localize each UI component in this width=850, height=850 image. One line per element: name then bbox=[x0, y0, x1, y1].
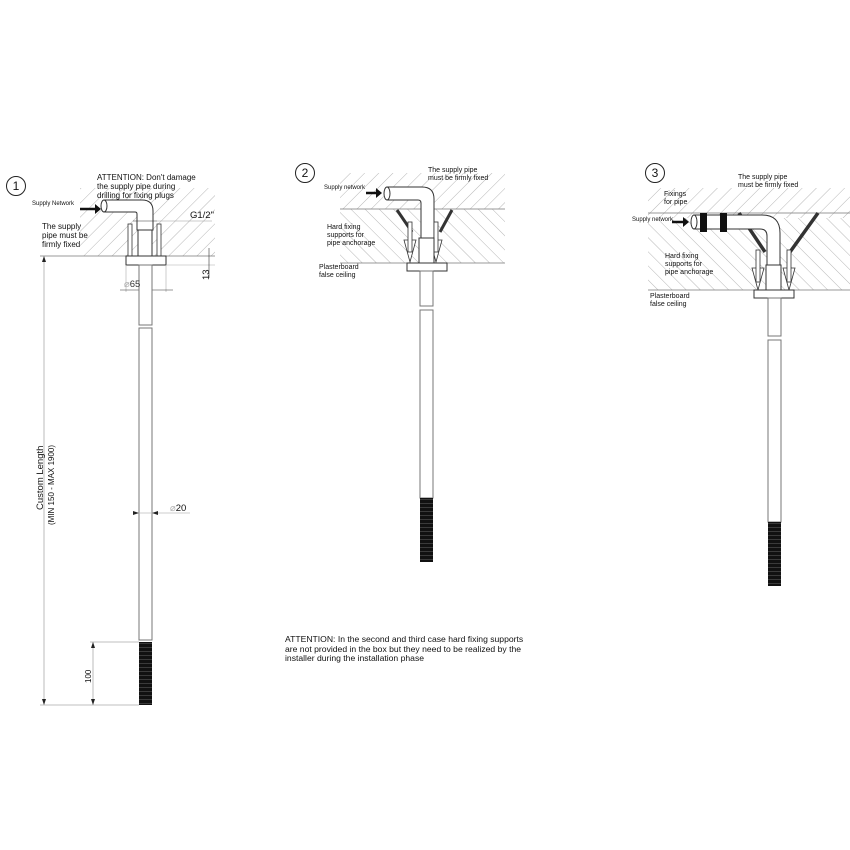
custom-length-range: (MIN 150 - MAX 1900) bbox=[47, 444, 56, 525]
pipe-diameter-dimension: ⌀20 bbox=[170, 503, 187, 514]
fixings-for-pipe-note: Fixings for pipe bbox=[664, 191, 688, 206]
step-3-drawing bbox=[648, 188, 850, 586]
firmly-fixed-note: The supply pipe must be firmly fixed bbox=[42, 222, 88, 249]
firmly-fixed-note: The supply pipe must be firmly fixed bbox=[738, 174, 799, 189]
step-number-badge: 1 bbox=[6, 176, 26, 196]
thread-size-label: G1/2" bbox=[190, 210, 214, 221]
custom-length-title: Custom Length bbox=[35, 445, 46, 510]
plasterboard-ceiling-note: Plasterboard false ceiling bbox=[650, 293, 690, 308]
diameter-icon: ⌀ bbox=[170, 503, 176, 514]
attention-drilling-note: ATTENTION: Don't damage the supply pipe … bbox=[97, 173, 196, 200]
supply-network-label: Supply Network bbox=[32, 201, 75, 207]
diameter-icon: ⌀ bbox=[124, 279, 130, 290]
step-number-badge: 2 bbox=[295, 163, 315, 183]
plasterboard-ceiling-note: Plasterboard false ceiling bbox=[319, 264, 359, 279]
firmly-fixed-note: The supply pipe must be firmly fixed bbox=[428, 167, 489, 182]
supply-network-label: Supply network bbox=[632, 217, 674, 223]
step-number-badge: 3 bbox=[645, 163, 665, 183]
grip-length-dimension: 100 bbox=[84, 669, 93, 683]
hard-fixing-supports-note: Hard fixing supports for pipe anchorage bbox=[665, 253, 714, 276]
flange-diameter-dimension: ⌀65 bbox=[124, 279, 141, 290]
step-2-drawing bbox=[340, 173, 505, 562]
attention-footer-note: ATTENTION: In the second and third case … bbox=[285, 634, 524, 664]
supply-network-label: Supply network bbox=[324, 185, 366, 191]
step-1-drawing bbox=[40, 188, 215, 706]
flange-thickness-dimension: 13 bbox=[201, 269, 212, 280]
hard-fixing-supports-note: Hard fixing supports for pipe anchorage bbox=[327, 224, 376, 247]
